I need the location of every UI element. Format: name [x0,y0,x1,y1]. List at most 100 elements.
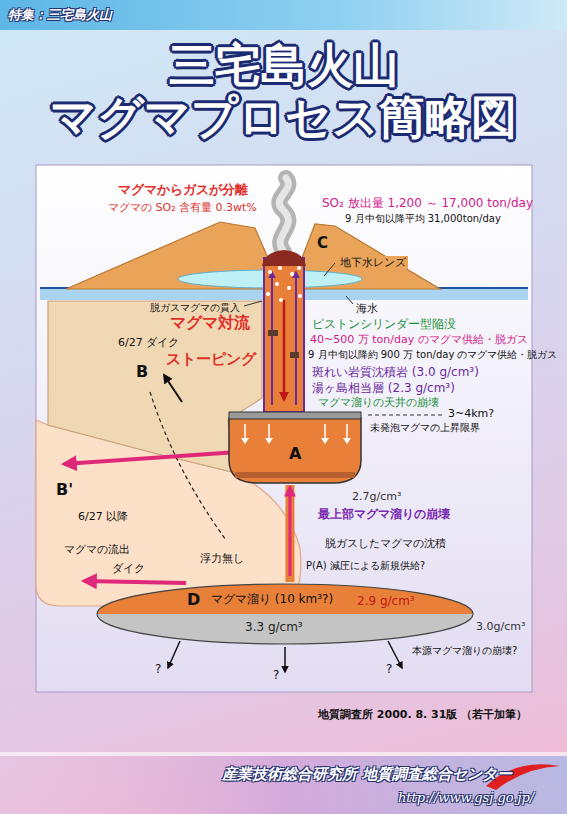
magma-chamber: A [225,410,365,485]
footer-text: 産業技術総合研究所 地質調査総合センター [222,765,512,783]
process-label: ストーピング [166,350,256,368]
node-heading: A [289,444,301,463]
chamber-outline [324,424,326,440]
gas-plume [279,178,288,252]
chamber-outline [229,412,361,419]
chamber-outline [265,438,273,444]
node-text: 2.9 g/cm³ [357,594,415,608]
density-label: 2.7g/cm³ [352,490,401,503]
flow-arrows [284,647,286,672]
footer-url: http://www.gsj.go.jp/ [398,790,534,806]
annotation: 6/27 ダイク [118,336,179,349]
footer-band [0,756,567,814]
leader-lines [368,414,444,415]
credit-note: 地質調査所 2000. 8. 31版 （若干加筆） [318,708,527,721]
leader-lines [346,296,353,304]
annotation: マグマの SO₂ 含有量 0.3wt% [108,201,257,214]
chamber-outline [229,418,361,483]
flow-arrows [150,392,226,540]
region-letter: B [136,362,148,381]
conduit [297,266,301,270]
header-text: 特集：三宅島火山 [8,7,112,23]
annotation: SO₂ 放出量 1,200 ～ 17,000 ton/day [322,196,533,210]
density-label: 3.0g/cm³ [476,620,525,633]
volcano-edifice [66,222,440,289]
conduit [266,292,270,296]
diagram-frame [36,165,532,692]
reservoir-outline [95,582,475,646]
conduit [262,250,306,266]
annotation: ピストンシリンダー型陥没 [312,317,456,331]
header-band [0,0,567,30]
gas-plume [279,178,288,252]
annotation: 海水 [356,302,378,315]
conduit-body [285,485,294,582]
annotation: 未発泡マグマの上昇限界 [370,422,480,433]
conduit [287,286,291,290]
conduit [262,250,306,412]
node-text: 3.3 g/cm³ [245,620,303,634]
annotation: 脱ガスしたマグマの沈積 [325,537,446,550]
chamber-outline [268,424,270,440]
process-label: マグマ対流 [170,313,250,332]
leader-lines [324,263,335,276]
region-letter: C [317,234,328,252]
supply-arrow [288,487,291,576]
annotation: 最上部マグマ溜りの崩壊 [318,507,450,521]
conduit [295,272,297,405]
gas-plume [279,178,288,252]
node-heading: D [187,590,200,609]
chamber-outline [235,472,355,478]
annotation: ダイク [112,562,145,575]
chamber-outline [343,438,351,444]
annotation: 9 月中旬以降約 900 万 ton/day のマグマ供給・脱ガス [308,349,557,361]
conduit [279,298,283,302]
question-mark: ? [273,668,279,682]
depth-label: 3~4km? [448,407,494,420]
reservoir-outline [97,584,473,614]
flow-arrows [64,452,238,464]
flow-arrows [84,581,186,583]
annotation: 地下水レンズ [338,256,408,269]
conduit [268,330,278,336]
conduit [298,294,302,298]
magma-conduit [289,485,290,582]
chamber-outline [321,438,329,444]
annotation: 9 月中旬以降平均 31,000ton/day [345,213,501,225]
conduit [268,270,272,274]
annotation: マグマ溜りの天井の崩壊 [318,396,439,409]
reservoir-outline [97,584,473,644]
title: 三宅島火山 マグマプロセス簡略図 [0,40,567,143]
leader-lines [244,301,262,306]
chamber-outline [346,424,348,440]
reservoir-outline [97,584,473,644]
annotation: 脱ガスマグマの貫入 [150,302,240,314]
footer-rule [0,752,567,756]
flow-arrows [164,375,182,402]
annotation: P(A) 減圧による新規供給? [306,560,425,572]
region-letter: B' [56,480,73,499]
chamber-outline [241,438,249,444]
conduit [275,282,279,286]
annotation: 6/27 以降 [78,510,128,523]
conduit [290,352,299,358]
annotation: 浮力無し [200,552,244,565]
layer-label: 斑れい岩質沈積岩 (3.0 g/cm³) [312,365,479,379]
annotation: 本源マグマ溜りの崩壊? [412,645,517,657]
magma-reservoir: D マグマ溜り (10 km³?) 2.9 g/cm³ 3.3 g/cm³ [95,582,475,646]
node-text: マグマ溜り (10 km³?) [211,592,333,606]
layer-label: 湯ヶ島相当層 (2.3 g/cm³) [312,381,455,395]
question-mark: ? [386,662,392,676]
conduit [278,266,282,270]
conduit [264,258,304,412]
annotation: 40~500 万 ton/day のマグマ供給・脱ガス [310,333,528,346]
annotation: マグマの流出 [64,543,130,556]
conduit [271,272,273,405]
chamber-outline [244,424,246,440]
flow-arrows [168,641,180,668]
conduit [290,272,294,276]
question-mark: ? [155,662,161,676]
conduit [283,300,286,400]
annotation: マグマからガスが分離 [118,182,248,198]
